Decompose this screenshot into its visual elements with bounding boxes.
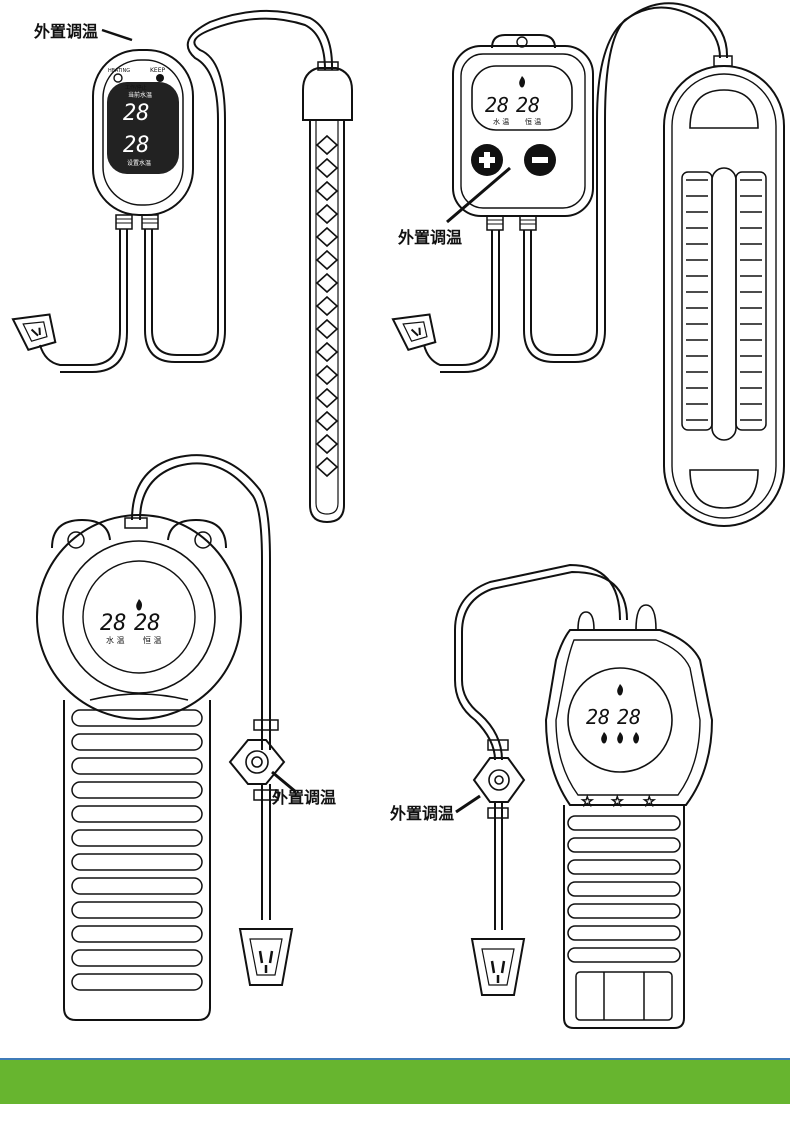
heater-2 — [391, 2, 785, 527]
water-temp-value-3: 28 — [100, 611, 127, 636]
tube-pattern-1 — [316, 135, 338, 477]
label-pointer-4 — [455, 794, 481, 814]
status-text: 工作/停止 — [125, 84, 147, 91]
hold-temp-value: 28 — [516, 93, 540, 117]
water-temp-value: 28 — [485, 93, 509, 117]
inline-controller-4[interactable] — [472, 757, 526, 803]
plug-3 — [238, 928, 294, 986]
svg-text:☆: ☆ — [611, 794, 624, 810]
heater-cap-1 — [302, 67, 353, 121]
heater-1-display-text: HEATING KEEP 工作/停止 当前水温 28 28 设置水温 — [108, 67, 166, 167]
heater-3-display-text: 28 28 水 温 恒 温 — [100, 599, 162, 645]
display-2 — [471, 65, 573, 131]
set-temp-label: 设置水温 — [127, 159, 151, 167]
plug-2 — [391, 313, 437, 352]
keep-led — [156, 74, 164, 82]
label-pointer-1 — [101, 28, 133, 42]
external-control-label-4: 外置调温 — [390, 804, 455, 823]
svg-text:☆: ☆ — [581, 794, 594, 810]
heating-label: HEATING — [108, 68, 130, 74]
footer-bar — [0, 1058, 790, 1104]
external-control-label-3: 外置调温 — [272, 788, 337, 807]
plug-4 — [470, 938, 526, 996]
hold-temp-value-3: 28 — [134, 611, 161, 636]
external-control-label-1: 外置调温 — [34, 22, 99, 41]
heating-coils-2 — [681, 171, 767, 431]
set-temp-value: 28 — [123, 133, 150, 158]
external-control-label-2: 外置调温 — [398, 228, 463, 247]
heating-led — [113, 73, 123, 83]
heater-body-4 — [563, 805, 685, 1029]
hold-temp-value-4: 28 — [617, 705, 641, 729]
heater-2-display-text: 28 28 水 温 恒 温 — [485, 76, 541, 126]
heater-body-3 — [63, 700, 211, 1021]
heater-4: ☆ ☆ ☆ — [454, 563, 714, 1029]
hold-temp-label: 恒 温 — [525, 117, 541, 126]
current-temp-label: 当前水温 — [128, 91, 152, 99]
label-pointer-2 — [446, 166, 511, 224]
heater-head-3 — [36, 514, 242, 720]
display-3 — [82, 560, 196, 674]
water-temp-label-3: 水 温 — [106, 635, 125, 645]
heater-3 — [36, 454, 297, 1021]
heater-body-2 — [663, 65, 785, 527]
hold-temp-label-3: 恒 温 — [143, 635, 162, 645]
water-temp-label: 水 温 — [493, 117, 509, 126]
heater-head-4 — [544, 629, 714, 806]
display-1 — [107, 82, 179, 174]
water-temp-value-4: 28 — [586, 705, 610, 729]
heater-4-display-text: 28 28 — [586, 684, 641, 744]
heating-fins-4 — [567, 815, 681, 1021]
svg-text:☆: ☆ — [643, 794, 656, 810]
inline-controller-3[interactable] — [228, 739, 286, 785]
heater-tube-1 — [309, 120, 345, 524]
label-pointer-3 — [271, 770, 297, 794]
controller-body-2 — [452, 45, 594, 217]
plug-1 — [11, 313, 57, 352]
display-4 — [567, 667, 673, 773]
current-temp-value: 28 — [123, 101, 150, 126]
heating-fins-3 — [71, 709, 203, 991]
heater-1 — [11, 9, 353, 524]
keep-label: KEEP — [150, 67, 166, 74]
